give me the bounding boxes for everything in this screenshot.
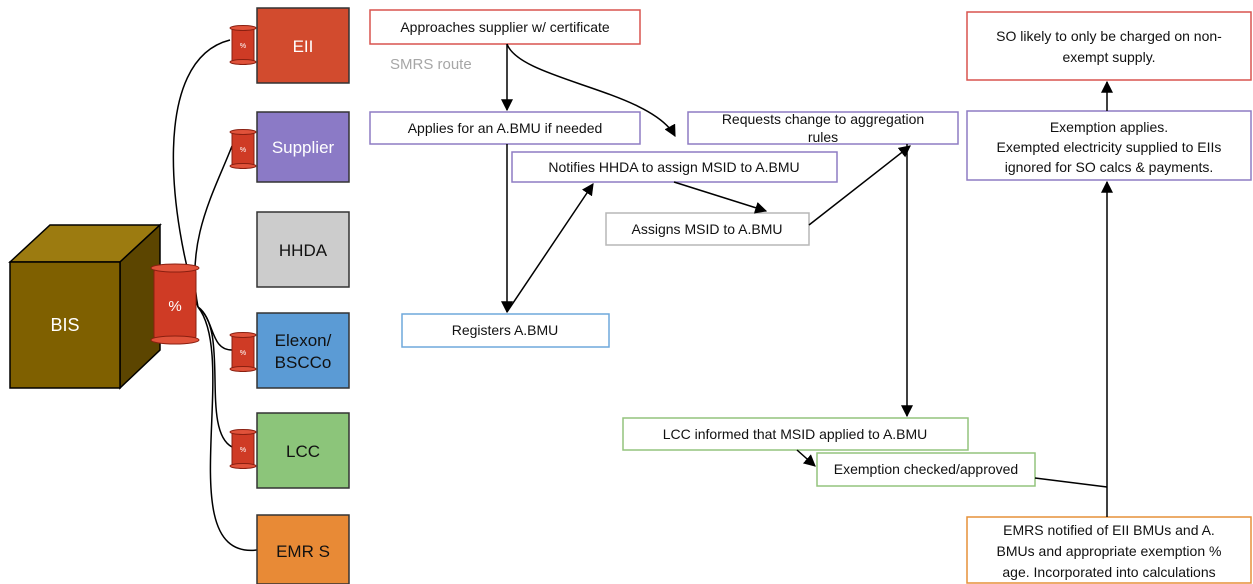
svg-text:%: % <box>240 43 246 50</box>
svg-text:Requests change to aggregation: Requests change to aggregation <box>722 111 924 127</box>
svg-text:Exempted electricity supplied: Exempted electricity supplied to EIIs <box>997 139 1222 155</box>
flow-arrows <box>501 43 1113 517</box>
svg-text:EMRS notified of EII BMUs and: EMRS notified of EII BMUs and A. <box>1003 522 1215 538</box>
svg-text:Assigns MSID to A.BMU: Assigns MSID to A.BMU <box>632 221 783 237</box>
actor-eii: EII <box>256 7 350 84</box>
actor-hhda: HHDA <box>256 211 350 288</box>
step-applies-abmu: Applies for an A.BMU if needed <box>369 111 641 145</box>
svg-text:Approaches supplier w/ certifi: Approaches supplier w/ certificate <box>400 19 610 35</box>
smrs-route-label: SMRS route <box>390 56 472 73</box>
lcc-scroll-icon: % <box>229 429 257 469</box>
svg-text:ignored for SO calcs & payment: ignored for SO calcs & payments. <box>1005 159 1214 175</box>
step-lcc-informed: LCC informed that MSID applied to A.BMU <box>622 417 969 451</box>
svg-text:exempt supply.: exempt supply. <box>1062 49 1155 65</box>
eii-scroll-icon: % <box>229 25 257 65</box>
svg-text:age. Incorporated into calcula: age. Incorporated into calculations <box>1002 564 1215 580</box>
step-exemption-applies: Exemption applies. Exempted electricity … <box>966 110 1252 181</box>
step-registers-abmu: Registers A.BMU <box>401 313 610 348</box>
svg-text:Notifies HHDA to assign MSID t: Notifies HHDA to assign MSID to A.BMU <box>548 159 799 175</box>
svg-text:Exemption checked/approved: Exemption checked/approved <box>834 461 1018 477</box>
elexon-scroll-icon: % <box>229 332 257 372</box>
percent-scroll-icon: % <box>150 263 200 345</box>
actor-elexon-label-2: BSCCo <box>275 353 332 372</box>
supplier-scroll-icon: % <box>229 129 257 169</box>
step-approaches-supplier: Approaches supplier w/ certificate <box>369 9 641 45</box>
svg-text:BMUs and appropriate exemption: BMUs and appropriate exemption % <box>997 543 1222 559</box>
svg-text:Exemption applies.: Exemption applies. <box>1050 119 1168 135</box>
svg-text:%: % <box>240 350 246 357</box>
actor-supplier-label: Supplier <box>272 138 335 157</box>
actor-emrs: EMR S <box>256 514 350 584</box>
step-exemption-checked: Exemption checked/approved <box>816 452 1036 487</box>
svg-text:rules: rules <box>808 129 838 145</box>
step-so-charged: SO likely to only be charged on non- exe… <box>966 11 1252 81</box>
actor-elexon-label-1: Elexon/ <box>275 331 332 350</box>
svg-text:SO likely to only be charged o: SO likely to only be charged on non- <box>996 28 1222 44</box>
actor-lcc: LCC <box>256 412 350 489</box>
svg-text:Registers A.BMU: Registers A.BMU <box>452 322 559 338</box>
actor-elexon: Elexon/ BSCCo <box>256 312 350 389</box>
svg-text:Applies for an A.BMU if needed: Applies for an A.BMU if needed <box>408 120 603 136</box>
svg-text:LCC informed that MSID applied: LCC informed that MSID applied to A.BMU <box>663 426 928 442</box>
step-emrs-notified: EMRS notified of EII BMUs and A. BMUs an… <box>966 516 1252 584</box>
bis-label: BIS <box>50 315 79 335</box>
svg-text:%: % <box>240 447 246 454</box>
actor-eii-label: EII <box>293 37 314 56</box>
bis-cube: BIS <box>8 223 162 390</box>
step-requests-aggregation: Requests change to aggregation rules <box>687 111 959 145</box>
actor-emrs-label: EMR S <box>276 542 330 561</box>
step-notifies-hhda: Notifies HHDA to assign MSID to A.BMU <box>511 151 838 183</box>
actor-hhda-label: HHDA <box>279 241 328 260</box>
percent-label: % <box>168 298 181 315</box>
step-assigns-msid: Assigns MSID to A.BMU <box>605 212 810 246</box>
svg-text:%: % <box>240 147 246 154</box>
actor-supplier: Supplier <box>256 111 350 183</box>
actor-lcc-label: LCC <box>286 442 320 461</box>
